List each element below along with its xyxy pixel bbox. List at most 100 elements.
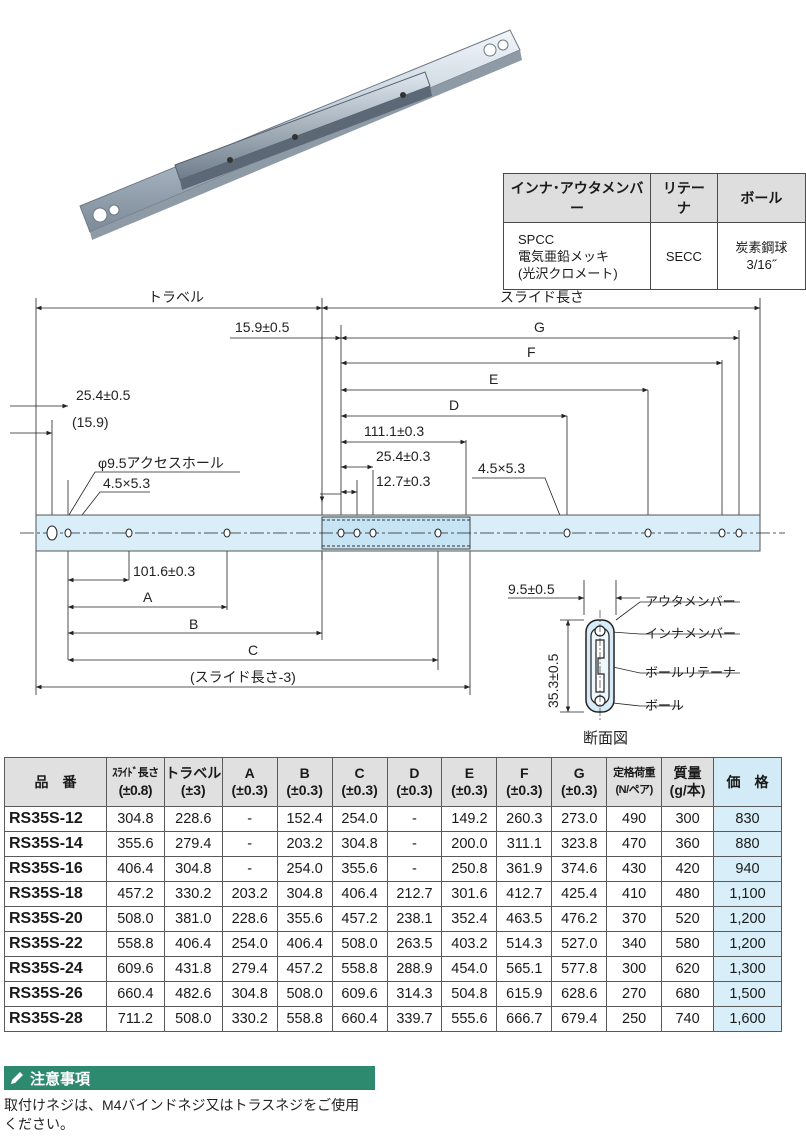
header-model-label: 品 番 [34, 773, 77, 790]
header-label: 価 格 [726, 773, 769, 790]
header-label: G [573, 765, 585, 781]
notice-header: 注意事項 [4, 1066, 375, 1090]
label-cs-inner: インナメンバー [645, 626, 736, 641]
materials-header-retainer: リテーナ [650, 173, 718, 223]
value-cell: - [386, 856, 443, 882]
value-cell: 273.0 [551, 806, 608, 832]
label-d: D [449, 397, 459, 413]
model-cell: RS35S-18 [4, 881, 107, 907]
value-cell: 355.6 [276, 906, 333, 932]
label-cs-title: 断面図 [583, 730, 628, 747]
label-25-4-mid: 25.4±0.3 [376, 448, 431, 464]
value-cell: 490 [606, 806, 663, 832]
header-tol: (±0.3) [231, 782, 268, 798]
value-cell: 381.0 [163, 906, 223, 932]
label-101-6: 101.6±0.3 [133, 563, 195, 579]
header-model: 品 番 [4, 757, 107, 807]
value-cell: 355.6 [105, 831, 165, 857]
value-cell: 370 [606, 906, 663, 932]
label-g: G [534, 319, 545, 335]
label-15-9: 15.9±0.5 [235, 319, 290, 335]
price-cell: 830 [712, 806, 783, 832]
label-slot-right: 4.5×5.3 [478, 460, 525, 476]
value-cell: 457.2 [276, 956, 333, 982]
header-label: B [299, 765, 310, 781]
label-cs-height: 35.3±0.5 [545, 653, 561, 708]
value-cell: 304.8 [105, 806, 165, 832]
price-cell: 1,200 [712, 931, 783, 957]
header-label: トラベル [165, 765, 222, 781]
model-cell: RS35S-24 [4, 956, 107, 982]
value-cell: 558.8 [276, 1006, 333, 1032]
value-cell: 580 [661, 931, 714, 957]
inner-rail [174, 71, 432, 190]
materials-header-ball: ボール [716, 173, 806, 223]
value-cell: 615.9 [496, 981, 553, 1007]
header-mass: 質量(g/本) [661, 757, 714, 807]
value-cell: 250 [606, 1006, 663, 1032]
value-cell: 425.4 [551, 881, 608, 907]
value-cell: 228.6 [221, 906, 278, 932]
value-cell: 212.7 [386, 881, 443, 907]
value-cell: 514.3 [496, 931, 553, 957]
header-d: D(±0.3) [386, 757, 443, 807]
value-cell: 304.8 [331, 831, 388, 857]
value-cell: 406.4 [276, 931, 333, 957]
label-15-9-paren: (15.9) [72, 414, 109, 430]
value-cell: 355.6 [331, 856, 388, 882]
value-cell: 520 [661, 906, 714, 932]
value-cell: 454.0 [441, 956, 498, 982]
value-cell: 279.4 [221, 956, 278, 982]
price-cell: 1,300 [712, 956, 783, 982]
value-cell: 480 [661, 881, 714, 907]
value-cell: 228.6 [163, 806, 223, 832]
value-cell: 565.1 [496, 956, 553, 982]
value-cell: 420 [661, 856, 714, 882]
materials-member-line: SPCC [518, 231, 555, 247]
materials-retainer-cell: SECC [650, 222, 718, 290]
label-cs-width: 9.5±0.5 [508, 581, 555, 597]
notice-title: 注意事項 [30, 1070, 91, 1088]
value-cell: - [386, 806, 443, 832]
value-cell: 508.0 [163, 1006, 223, 1032]
cross-section [508, 580, 740, 722]
label-c: C [248, 642, 258, 658]
label-access-hole: φ9.5アクセスホール [98, 455, 224, 471]
label-slide-length: スライド長さ [500, 289, 584, 305]
pencil-icon [4, 1066, 30, 1090]
value-cell: 254.0 [276, 856, 333, 882]
label-a: A [143, 589, 153, 605]
value-cell: 360 [661, 831, 714, 857]
value-cell: 508.0 [276, 981, 333, 1007]
value-cell: 361.9 [496, 856, 553, 882]
value-cell: 279.4 [163, 831, 223, 857]
value-cell: 340 [606, 931, 663, 957]
notice-line: ください。 [4, 1116, 74, 1132]
value-cell: - [221, 831, 278, 857]
value-cell: 301.6 [441, 881, 498, 907]
value-cell: 412.7 [496, 881, 553, 907]
value-cell: 300 [606, 956, 663, 982]
price-cell: 880 [712, 831, 783, 857]
materials-header-member: インナ･アウタメンバー [502, 173, 652, 223]
header-a: A(±0.3) [221, 757, 278, 807]
header-g: G(±0.3) [551, 757, 608, 807]
value-cell: 288.9 [386, 956, 443, 982]
header-tol: (±0.3) [286, 782, 323, 798]
value-cell: 403.2 [441, 931, 498, 957]
spec-header-row: 品 番 ｽﾗｲﾄﾞ長さ(±0.8) トラベル(±3) A(±0.3) B(±0.… [4, 757, 783, 807]
materials-member-line: 電気亜鉛メッキ [518, 248, 610, 264]
value-cell: 410 [606, 881, 663, 907]
value-cell: 463.5 [496, 906, 553, 932]
label-cs-ball: ボール [645, 698, 684, 713]
header-label: A [244, 765, 255, 781]
header-c: C(±0.3) [331, 757, 388, 807]
